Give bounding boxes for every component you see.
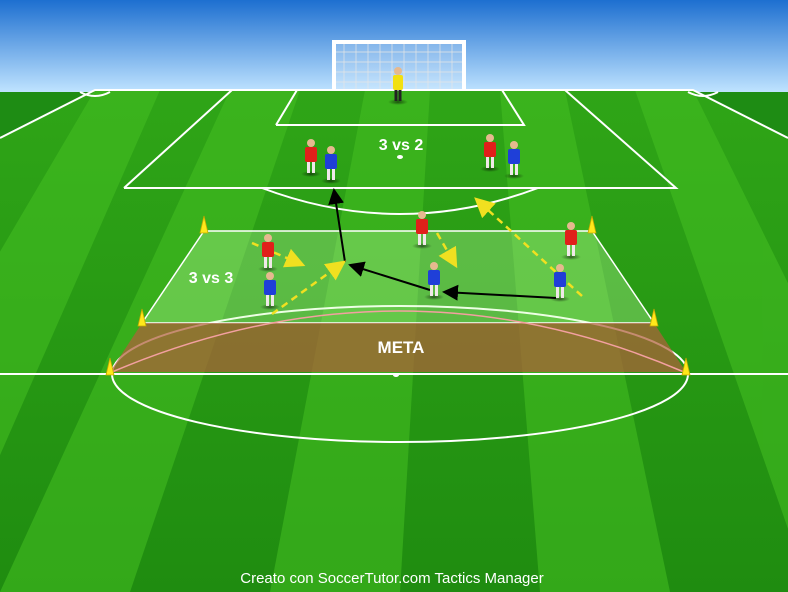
penalty-spot xyxy=(397,155,403,159)
red-player xyxy=(258,234,278,272)
cone-icon xyxy=(681,357,691,376)
credit-text: Creato con SoccerTutor.com Tactics Manag… xyxy=(240,570,543,587)
cone-icon xyxy=(137,308,147,327)
blue-player xyxy=(260,272,280,310)
red-player xyxy=(412,211,432,249)
players xyxy=(258,67,581,310)
cone-icon xyxy=(587,215,597,234)
blue-player xyxy=(424,262,444,300)
target-zone-label: META xyxy=(378,338,425,357)
cone-icon xyxy=(199,215,209,234)
goalkeeper xyxy=(388,67,408,105)
cones xyxy=(105,215,691,376)
cone-icon xyxy=(105,357,115,376)
red-player xyxy=(561,222,581,260)
centre-spot xyxy=(393,373,399,377)
blue-player xyxy=(550,264,570,302)
target-zone xyxy=(110,323,686,372)
cone-icon xyxy=(649,308,659,327)
run-arrows xyxy=(251,197,583,316)
pass-arrows xyxy=(328,188,557,301)
blue-player xyxy=(504,141,524,179)
blue-player xyxy=(321,146,341,184)
pitch-lines xyxy=(0,89,788,443)
zone-label-top: 3 vs 2 xyxy=(379,137,424,154)
red-player xyxy=(301,139,321,177)
zone-label-middle: 3 vs 3 xyxy=(189,270,234,287)
red-player xyxy=(480,134,500,172)
target-zone-arc xyxy=(111,310,685,373)
goal-icon xyxy=(332,40,466,90)
